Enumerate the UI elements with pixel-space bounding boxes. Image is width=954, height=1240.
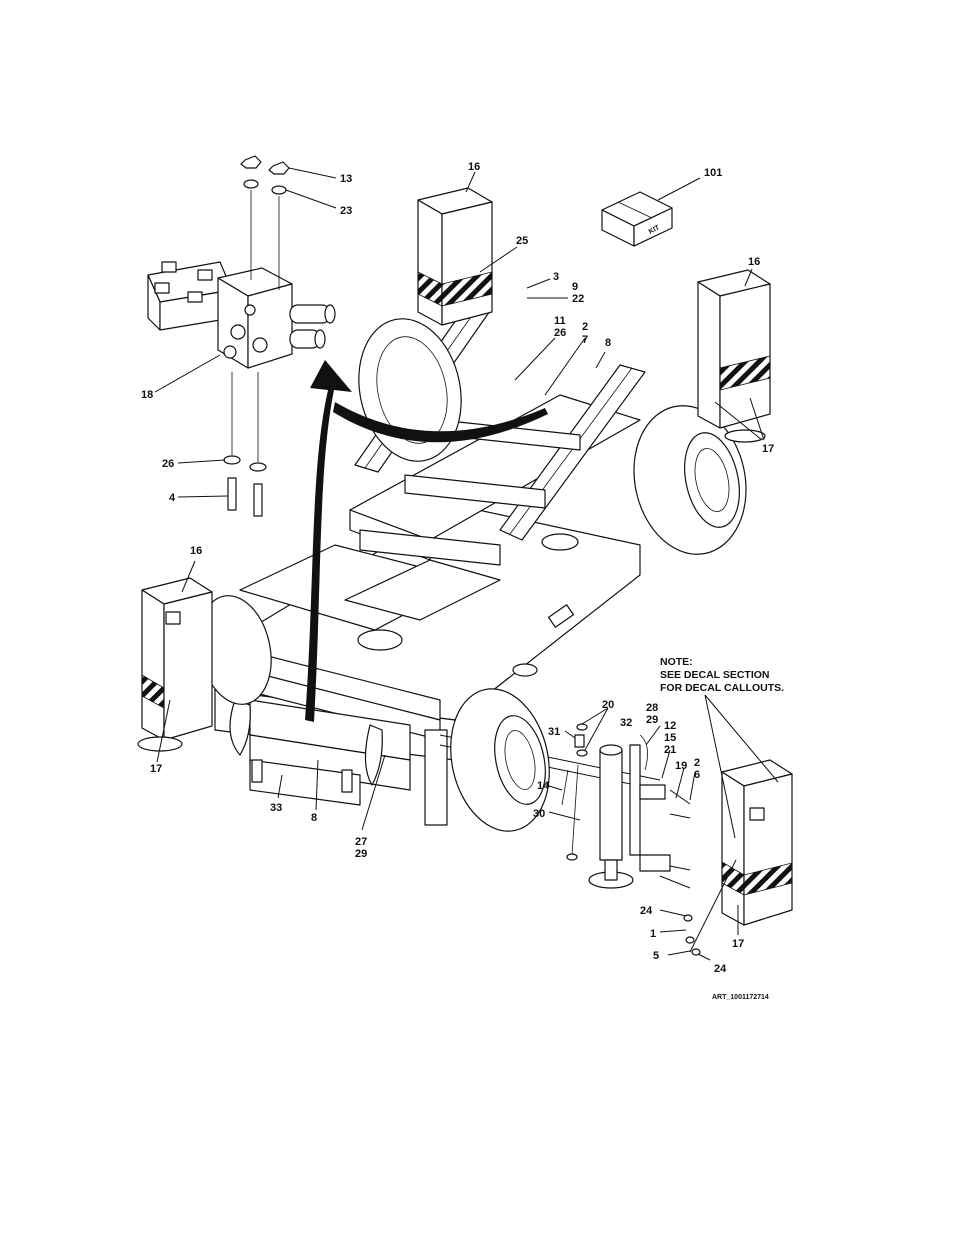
callout-11: 11 xyxy=(554,315,566,327)
callout-22: 22 xyxy=(572,293,584,305)
callout-9: 9 xyxy=(572,281,578,293)
counterweight-rear-right xyxy=(698,270,770,442)
callout-28: 28 xyxy=(646,702,658,714)
note-line-3: FOR DECAL CALLOUTS. xyxy=(660,682,784,694)
callout-29-left: 29 xyxy=(355,848,367,860)
callout-26-left: 26 xyxy=(162,458,174,470)
callout-30: 30 xyxy=(533,808,545,820)
callout-16-front-left: 16 xyxy=(190,545,202,557)
valve-assembly xyxy=(148,262,335,368)
callout-16-rear-left: 16 xyxy=(468,161,480,173)
callout-17-rear-right: 17 xyxy=(762,443,774,455)
callout-19: 19 xyxy=(675,760,687,772)
callout-8-upper: 8 xyxy=(605,337,611,349)
callout-23: 23 xyxy=(340,205,352,217)
note-line-2: SEE DECAL SECTION xyxy=(660,669,770,681)
callout-21: 21 xyxy=(664,744,676,756)
callout-13: 13 xyxy=(340,173,352,185)
counterweight-front-left xyxy=(138,578,212,751)
art-id: ART_1001172714 xyxy=(712,994,769,1001)
callout-15: 15 xyxy=(664,732,676,744)
kit-box: KIT xyxy=(602,192,672,246)
note-line-1: NOTE: xyxy=(660,656,693,668)
callout-17-front-right: 17 xyxy=(732,938,744,950)
jack-assembly xyxy=(589,735,670,888)
callout-4: 4 xyxy=(169,492,176,504)
callout-26-center: 26 xyxy=(554,327,566,339)
callout-17-front-left: 17 xyxy=(150,763,162,775)
counterweight-front-right xyxy=(722,760,792,925)
callout-2-center: 2 xyxy=(582,321,588,333)
decal-note: NOTE: SEE DECAL SECTION FOR DECAL CALLOU… xyxy=(660,656,784,694)
callout-24-upper: 24 xyxy=(640,905,653,917)
callout-14: 14 xyxy=(537,780,550,792)
callout-32: 32 xyxy=(620,717,632,729)
callout-3: 3 xyxy=(553,271,559,283)
callout-24-lower: 24 xyxy=(714,963,727,975)
counterweight-rear-left xyxy=(418,188,492,325)
callout-101: 101 xyxy=(704,167,722,179)
callout-29-right: 29 xyxy=(646,714,658,726)
callout-27: 27 xyxy=(355,836,367,848)
callout-8-lower: 8 xyxy=(311,812,317,824)
callout-12: 12 xyxy=(664,720,676,732)
callout-20: 20 xyxy=(602,699,614,711)
callout-1: 1 xyxy=(650,928,656,940)
callout-16-rear-right: 16 xyxy=(748,256,760,268)
callout-31: 31 xyxy=(548,726,560,738)
callout-18: 18 xyxy=(141,389,153,401)
callout-33: 33 xyxy=(270,802,282,814)
callout-7: 7 xyxy=(582,334,588,346)
callout-2-right: 2 xyxy=(694,757,700,769)
callout-25: 25 xyxy=(516,235,528,247)
callout-5: 5 xyxy=(653,950,659,962)
callout-6: 6 xyxy=(694,769,700,781)
